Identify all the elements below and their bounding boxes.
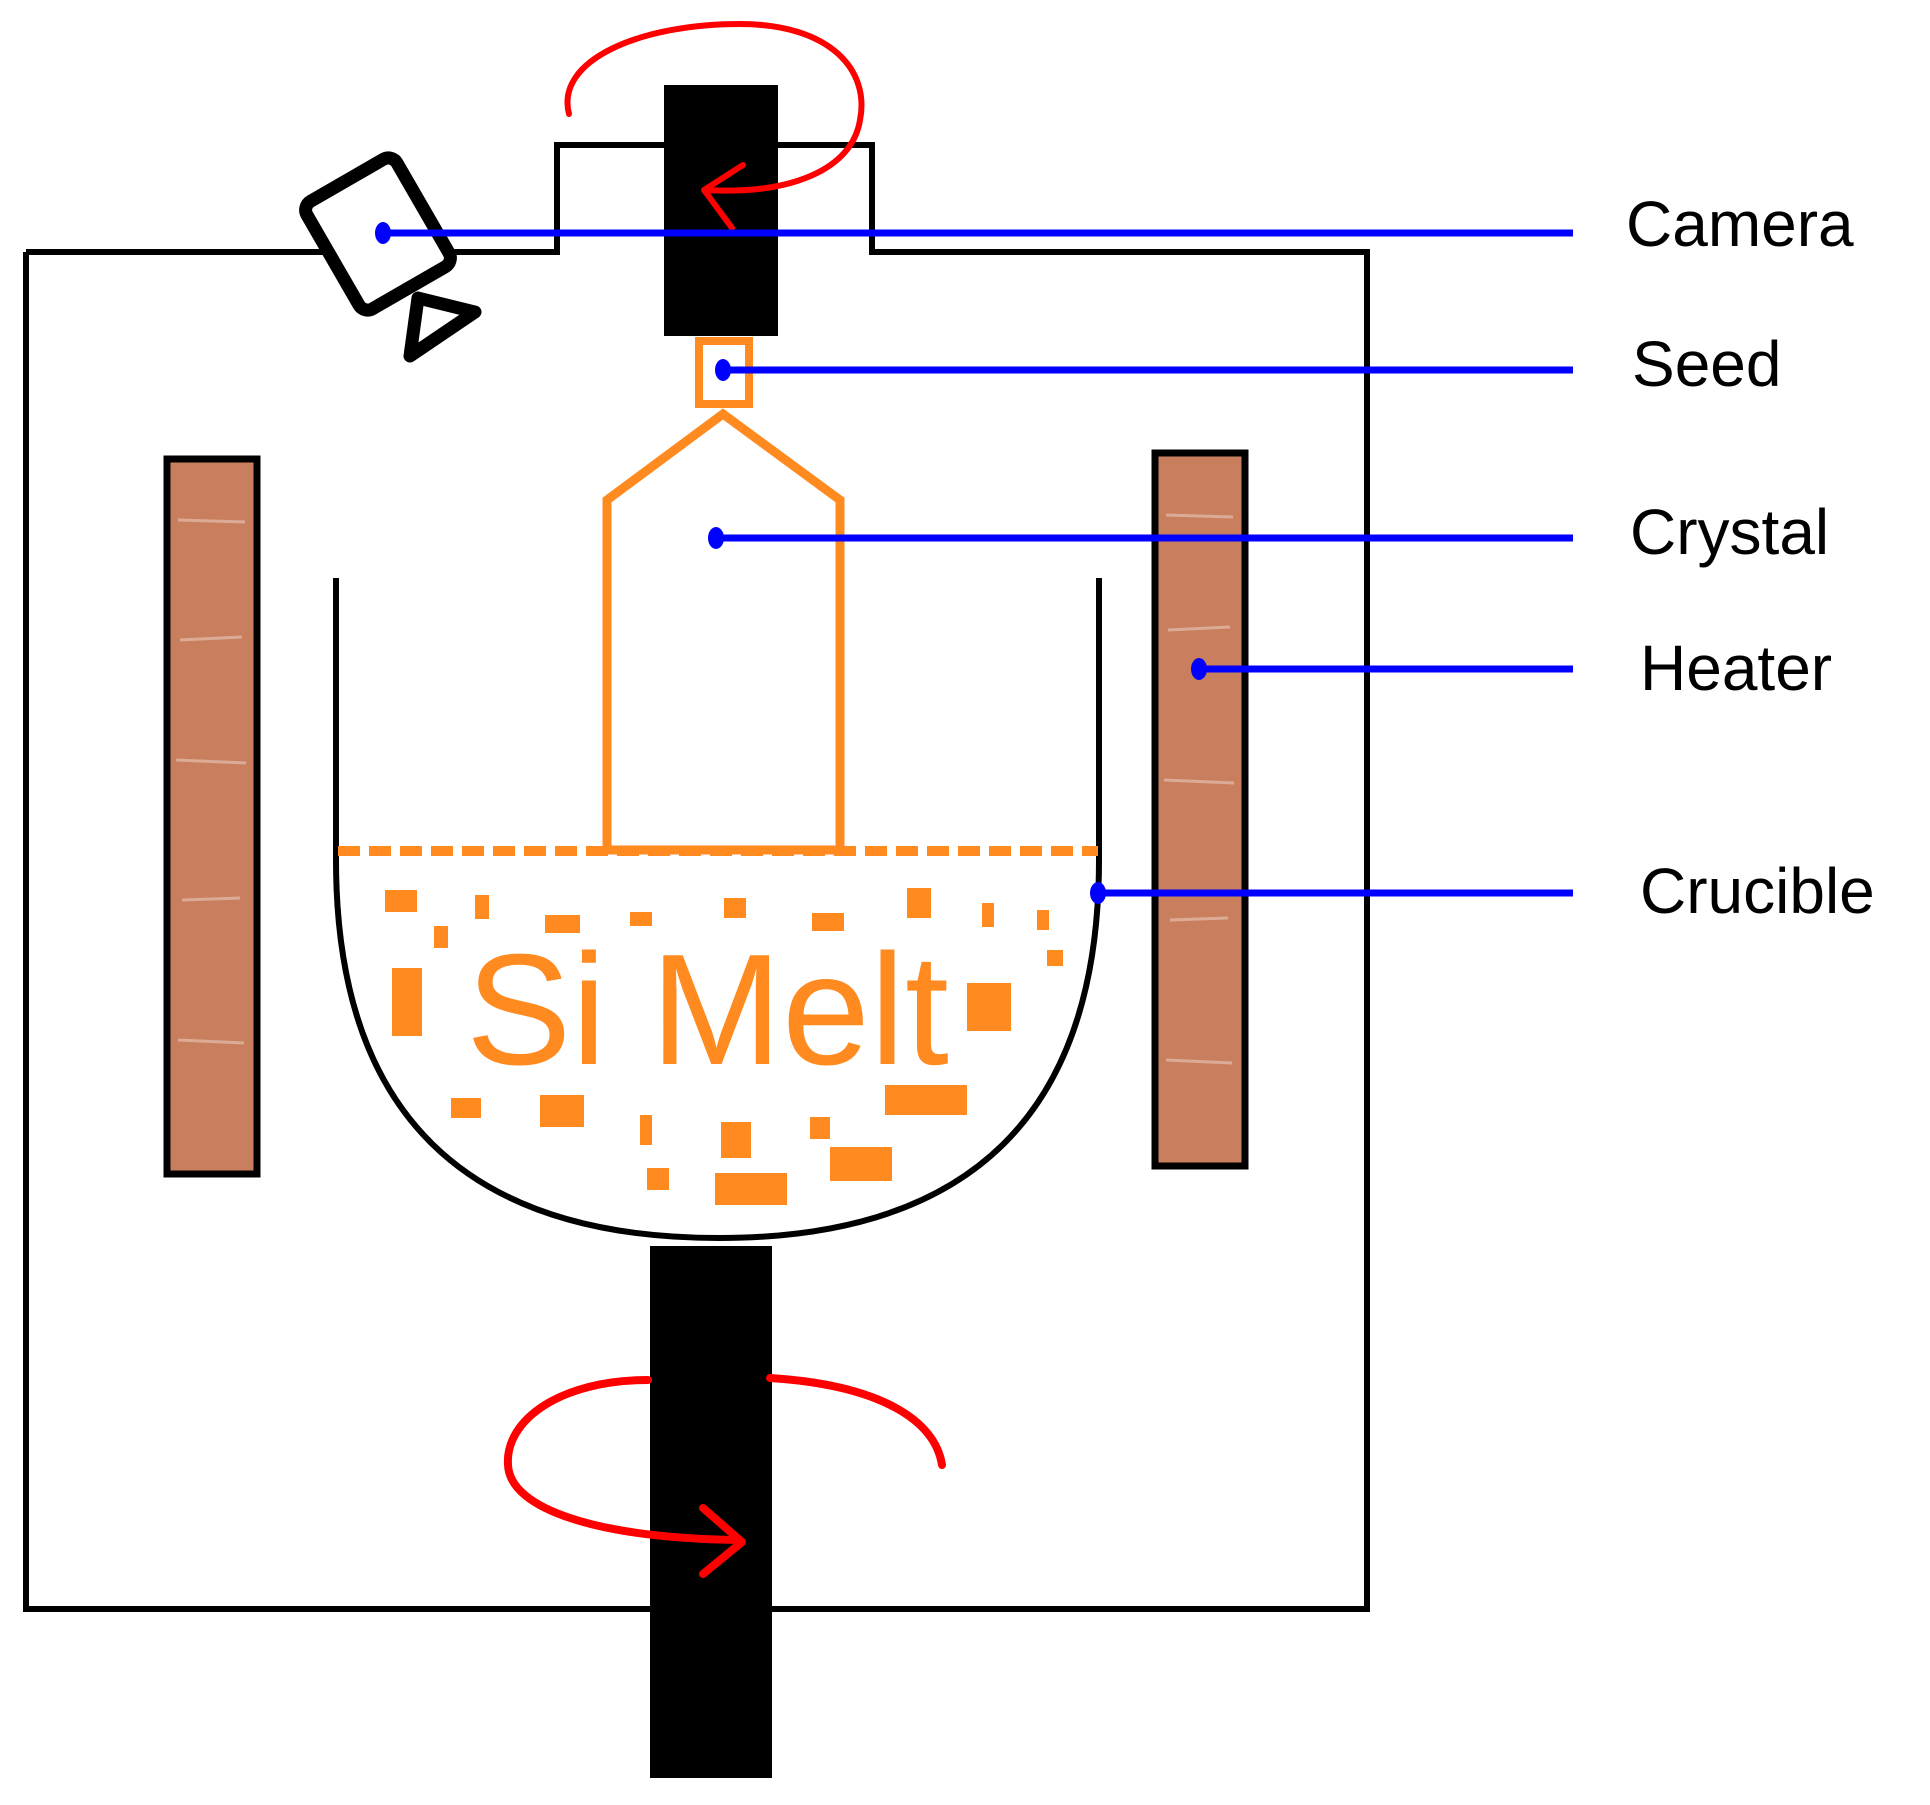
heater-right xyxy=(1151,449,1249,1170)
melt-particles xyxy=(385,888,1063,1205)
label-seed: Seed xyxy=(1632,328,1781,400)
furnace-chamber xyxy=(23,142,1370,1612)
heater-left xyxy=(163,455,261,1178)
label-heater: Heater xyxy=(1640,632,1832,704)
label-crystal: Crystal xyxy=(1630,496,1829,568)
crucible xyxy=(333,578,1102,1242)
rotation-arrow-icon xyxy=(564,21,865,231)
leader-lines xyxy=(375,222,1573,904)
label-camera: Camera xyxy=(1626,188,1854,260)
label-crucible: Crucible xyxy=(1640,855,1875,927)
rotation-arrow-icon xyxy=(503,1374,946,1578)
melt-label: Si Melt xyxy=(466,922,949,1098)
camera-icon xyxy=(299,151,482,363)
crystal xyxy=(602,408,845,855)
